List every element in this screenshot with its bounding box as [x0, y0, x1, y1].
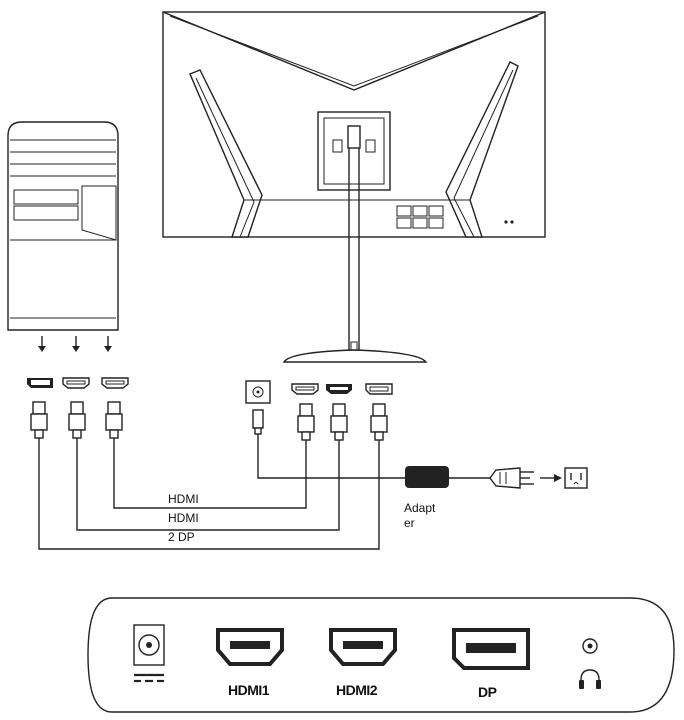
monitor-rear [162, 11, 546, 363]
port-panel: HDMI1 HDMI2 DP [87, 597, 675, 713]
cable-label-hdmi-2: HDMI [168, 511, 199, 525]
outlet-icon [564, 467, 588, 489]
hdmi1-cable-plug-monitor [297, 403, 315, 441]
headphone-icon [579, 638, 601, 689]
pc-hdmi-port-2 [101, 377, 129, 389]
dc-cable-plug [252, 409, 264, 435]
dc-power-icon [133, 624, 165, 683]
adapter-label-line-1: Adapt [404, 501, 436, 515]
hdmi1-port [216, 628, 284, 666]
monitor-hdmi2-port-small [326, 384, 352, 394]
pc-dp-port [27, 378, 53, 388]
dp-port [452, 628, 530, 670]
cables [38, 434, 490, 550]
cable-label-dp: 2 DP [168, 530, 195, 544]
power-plug [489, 467, 534, 489]
pc-output-arrows [38, 336, 112, 352]
monitor-dp-port-small [365, 383, 393, 395]
monitor-dc-port-small [245, 380, 271, 404]
dp-port-label: DP [478, 684, 497, 700]
cable-label-hdmi-1: HDMI [168, 492, 199, 506]
dp-cable-plug-monitor [370, 403, 388, 441]
adapter-label-line-2: er [404, 516, 415, 530]
hdmi2-port [329, 628, 397, 666]
dp-cable-plug-pc [30, 401, 48, 439]
hdmi1-port-label: HDMI1 [228, 682, 270, 698]
pc-hdmi-port-1 [62, 377, 90, 389]
pc-tower [7, 121, 119, 331]
monitor-hdmi1-port-small [291, 383, 319, 395]
arrow-to-outlet [540, 474, 562, 482]
hdmi-cable-plug-pc-1 [68, 401, 86, 439]
power-adapter [405, 466, 449, 488]
hdmi2-cable-plug-monitor [330, 403, 348, 441]
hdmi2-port-label: HDMI2 [336, 682, 378, 698]
hdmi-cable-plug-pc-2 [105, 401, 123, 439]
